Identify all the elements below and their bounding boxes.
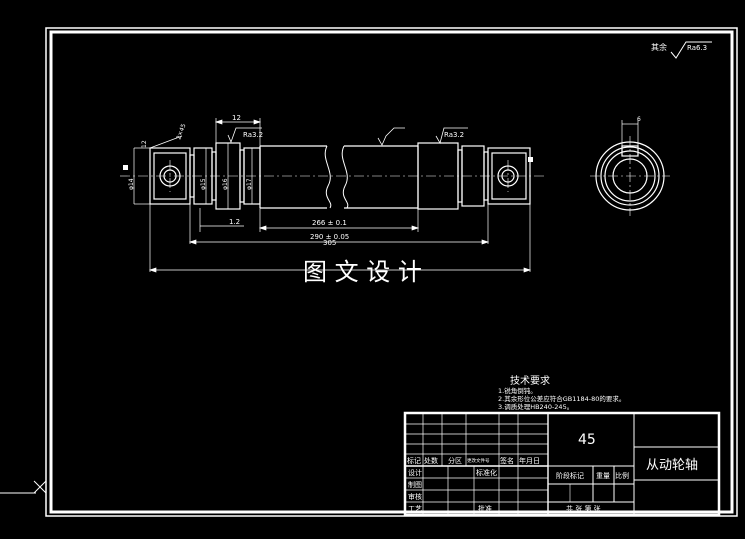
stage-mark: 阶段标记 (556, 471, 584, 480)
left-marker (123, 165, 128, 170)
dim-2x45: 2×45 (175, 123, 187, 141)
hdr-doc-no: 更改文件号 (467, 457, 490, 464)
dim-1-2: 1.2 (229, 218, 240, 226)
dim-phi17: φ17 (246, 178, 253, 190)
dim-290: 290 ± 0.05 (310, 233, 349, 241)
hdr-count: 处数 (424, 456, 438, 465)
dim-phi15: φ15 (200, 178, 207, 190)
inner-frame (49, 30, 734, 514)
dim-305: 305 (323, 239, 336, 247)
row-standard: 标准化 (476, 468, 497, 477)
hdr-zone: 分区 (448, 456, 462, 465)
sheets-label: 共 张 第 张 (566, 504, 601, 513)
roughness-marks (227, 127, 468, 146)
row-design: 设计 (408, 468, 422, 477)
hdr-date: 年月日 (519, 456, 540, 465)
dimension-lines (133, 118, 532, 273)
tech-req-item-2: 2.其余形位公差应符合GB1184-80的要求。 (498, 394, 625, 403)
dimension-texts: 12 2×45 φ14 12 φ15 φ16 φ17 1.2 266 ± 0.1… (128, 114, 349, 247)
part-name: 从动轮轴 (646, 458, 698, 473)
dim-266: 266 ± 0.1 (312, 219, 347, 227)
outer-frame (45, 27, 738, 517)
roughness-mark-right: Ra3.2 (444, 131, 464, 139)
dim-phi14: φ14 (128, 178, 135, 190)
scale-label: 比例 (615, 471, 629, 480)
watermark-text: 图 文 设 计 (303, 258, 422, 286)
scale-value: 45 (578, 432, 596, 448)
dim-6: 6 (637, 116, 641, 123)
crosshair-cursor-icon (0, 480, 47, 494)
roughness-note-value: Ra6.3 (687, 44, 707, 52)
roughness-note: 其余 Ra6.3 (651, 41, 712, 59)
right-marker (528, 157, 533, 162)
roughness-mark-left: Ra3.2 (243, 131, 263, 139)
row-draw: 制图 (408, 480, 422, 489)
hdr-sign: 签名 (500, 456, 514, 465)
title-block (403, 411, 721, 517)
section-view (590, 120, 670, 216)
row-review: 审核 (408, 492, 422, 501)
dim-phi16: φ16 (222, 178, 229, 190)
hdr-mark: 标记 (407, 456, 421, 465)
tech-req-title: 技术要求 (510, 374, 550, 387)
roughness-note-prefix: 其余 (651, 42, 667, 52)
tech-req-item-3: 3.调质处理HB240-245。 (498, 402, 573, 411)
center-lines (120, 160, 545, 192)
dim-12-top: 12 (232, 114, 241, 122)
tech-req-item-1: 1.锐角倒钝。 (498, 386, 537, 395)
row-approve: 批准 (478, 504, 492, 513)
dim-12-left: 12 (141, 140, 148, 148)
weight-label: 重量 (596, 472, 610, 480)
row-process: 工艺 (408, 505, 422, 513)
